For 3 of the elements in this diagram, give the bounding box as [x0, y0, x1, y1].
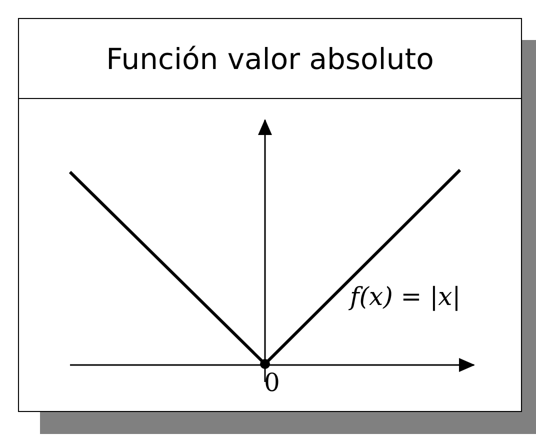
- title: Función valor absoluto: [19, 19, 521, 99]
- function-label: f(x) = |x|: [350, 282, 461, 311]
- origin-label: 0: [264, 368, 280, 397]
